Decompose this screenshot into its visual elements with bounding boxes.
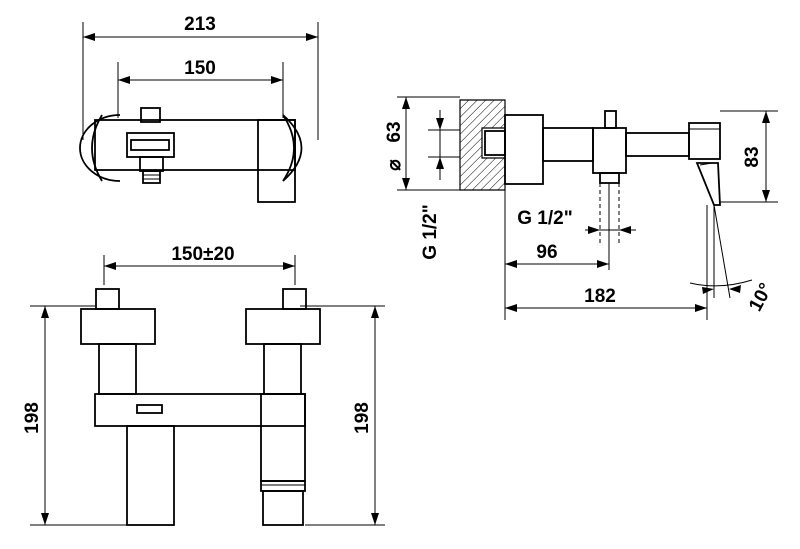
dim-front-height-left: 198 [22, 402, 43, 434]
side-view: ⌀ 63 G 1/2" 83 [384, 96, 778, 320]
front-view: 150±20 198 198 [22, 244, 385, 526]
dim-side-diameter-symbol: ⌀ [384, 159, 405, 171]
dim-side-thread-vertical: G 1/2" [420, 204, 441, 259]
dim-side-thread-outlet: G 1/2" [517, 208, 572, 229]
top-view: 213 150 [79, 14, 319, 203]
dim-side-total-depth: 182 [584, 286, 616, 307]
dim-side-diameter: 63 [384, 121, 405, 142]
dim-side-height: 83 [742, 146, 763, 167]
dim-side-outlet-depth: 96 [536, 242, 557, 263]
dim-front-height-right: 198 [352, 402, 373, 434]
dim-top-overall: 213 [184, 14, 216, 35]
dim-side-angle: 10° [745, 280, 777, 315]
dim-top-centers: 150 [184, 58, 216, 79]
dim-front-centers: 150±20 [171, 244, 234, 265]
